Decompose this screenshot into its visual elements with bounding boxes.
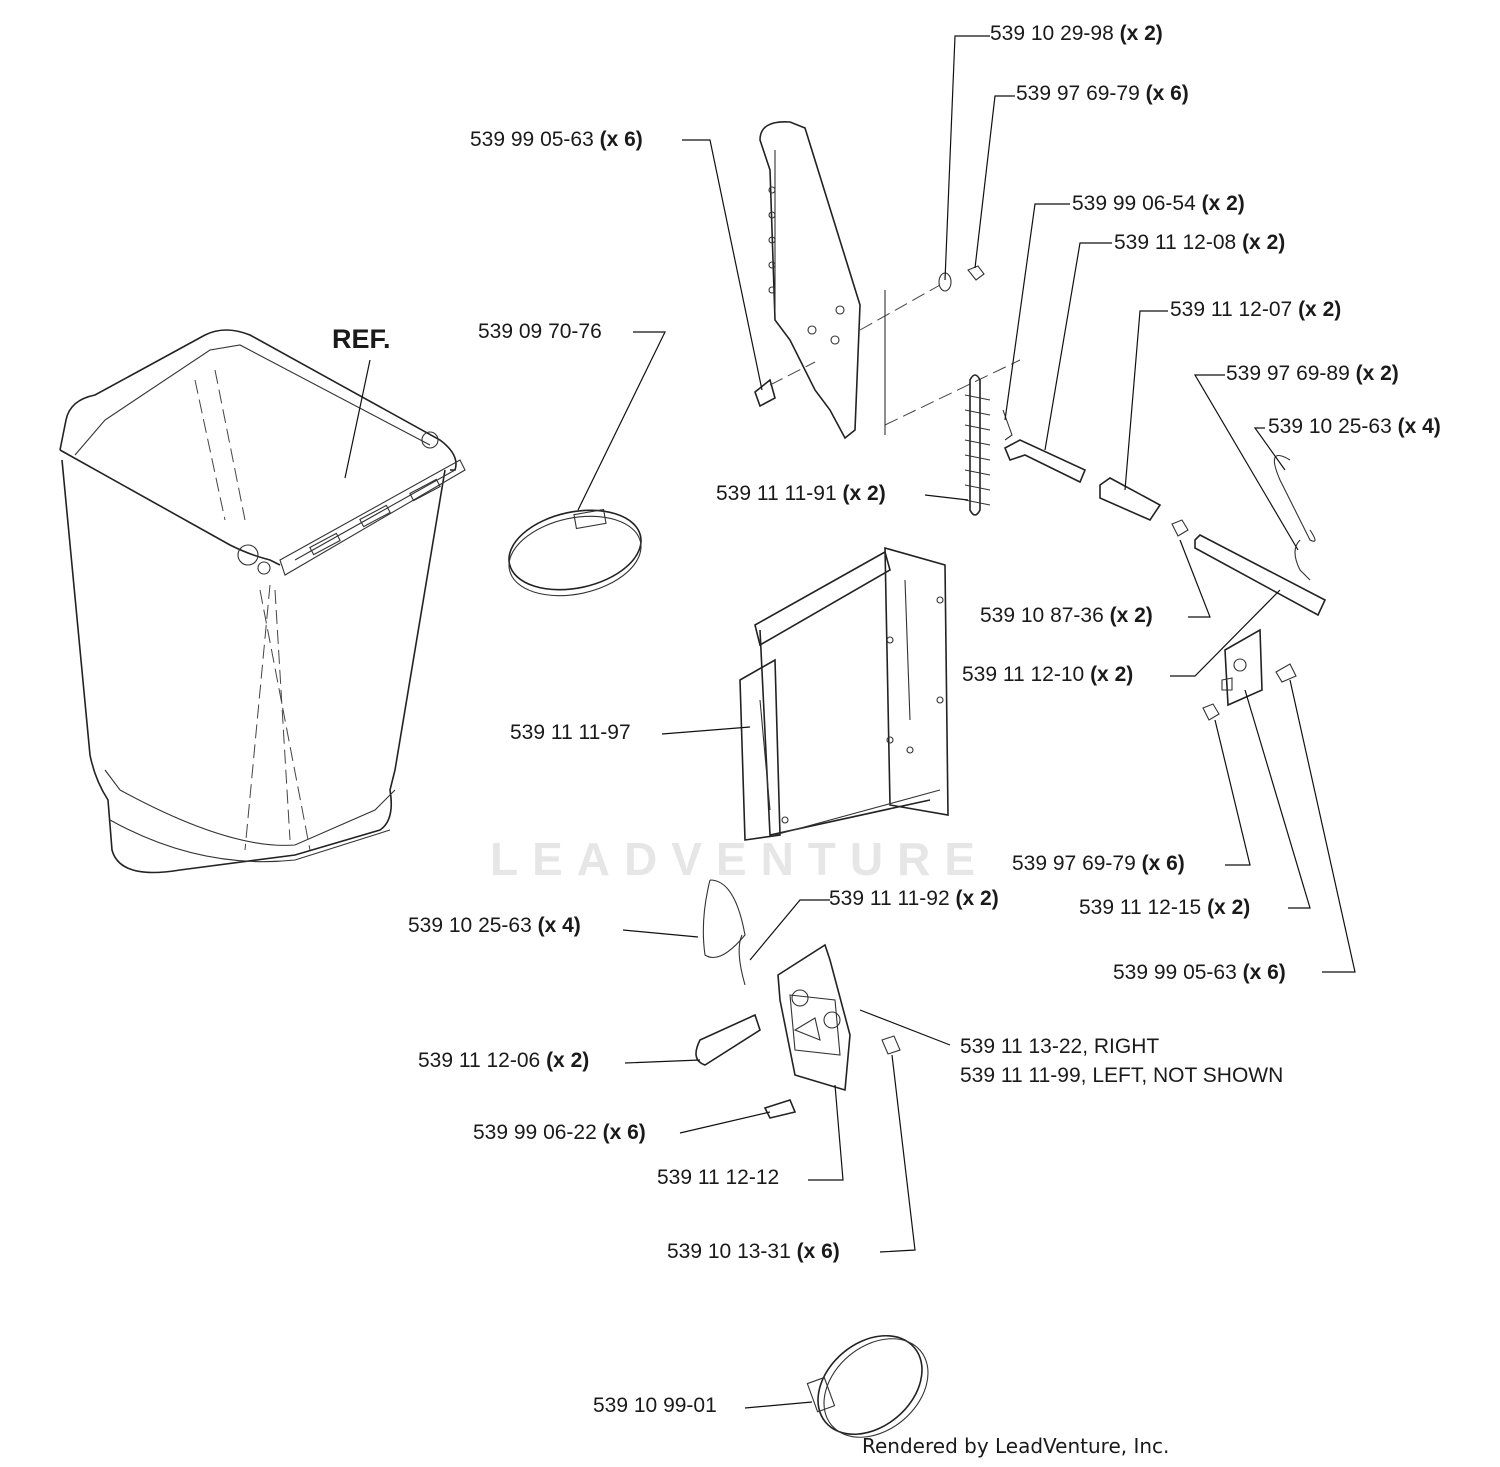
callout-539-11-12-08[interactable]: 539 11 12-08 (x 2): [1114, 231, 1285, 255]
quantity: (x 2): [1355, 362, 1399, 385]
quantity: (x 2): [955, 887, 999, 910]
callout-539-10-13-31[interactable]: 539 10 13-31 (x 6): [667, 1240, 840, 1264]
hose-clamp-drawing-2: [806, 1334, 929, 1438]
nut-drawing-3: [1202, 703, 1220, 721]
part-number: 539 11 11-91: [716, 482, 837, 505]
spacer-tube-drawing: [1099, 477, 1162, 522]
part-number: 539 10 25-63: [408, 914, 532, 937]
part-number: 539 99 05-63: [1113, 961, 1237, 984]
part-number: 539 11 12-08: [1114, 231, 1237, 254]
quantity: (x 2): [1242, 231, 1286, 254]
rendered-by-footer: Rendered by LeadVenture, Inc.: [862, 1434, 1170, 1458]
callout-539-11-12-12[interactable]: 539 11 12-12: [657, 1166, 779, 1190]
callout-539-10-25-63-left[interactable]: 539 10 25-63 (x 4): [408, 914, 581, 938]
rod-drawing: [1194, 534, 1327, 617]
part-number: 539 11 11-99, LEFT, NOT SHOWN: [960, 1064, 1284, 1087]
quantity: (x 6): [796, 1240, 840, 1263]
lynch-pin-drawing-2: [702, 879, 746, 959]
part-number: 539 11 13-22, RIGHT: [960, 1035, 1160, 1058]
small-bolt-drawing: [763, 1099, 797, 1119]
callout-539-97-69-89[interactable]: 539 97 69-89 (x 2): [1226, 362, 1399, 386]
carrier-frame-drawing: [739, 546, 949, 841]
clip-drawing-2: [738, 934, 746, 986]
callout-539-09-70-76[interactable]: 539 09 70-76: [478, 320, 602, 344]
callout-539-99-06-22[interactable]: 539 99 06-22 (x 6): [473, 1121, 646, 1145]
small-plate-drawing: [1224, 628, 1263, 707]
quantity: (x 6): [1141, 852, 1185, 875]
quantity: (x 6): [1145, 82, 1189, 105]
quantity: (x 6): [1242, 961, 1286, 984]
clevis-pin-drawing: [695, 1013, 761, 1066]
callout-539-11-11-92[interactable]: 539 11 11-92 (x 2): [829, 887, 999, 911]
callout-539-10-87-36[interactable]: 539 10 87-36 (x 2): [980, 604, 1153, 628]
grass-bag-drawing: [59, 329, 466, 874]
quantity: (x 2): [1298, 298, 1342, 321]
callout-539-99-05-63-left[interactable]: 539 99 05-63 (x 6): [470, 128, 643, 152]
watermark: LEADVENTURE: [490, 833, 990, 885]
part-number: 539 11 12-12: [657, 1166, 780, 1189]
callout-539-97-69-79-bottom[interactable]: 539 97 69-79 (x 6): [1012, 852, 1185, 876]
part-number: 539 10 13-31: [667, 1240, 791, 1263]
part-number: 539 99 06-22: [473, 1121, 597, 1144]
quantity: (x 4): [537, 914, 581, 937]
quantity: (x 2): [1090, 663, 1134, 686]
callout-539-99-05-63-right[interactable]: 539 99 05-63 (x 6): [1113, 961, 1286, 985]
quantity: (x 4): [1397, 415, 1441, 438]
callout-539-11-12-06[interactable]: 539 11 12-06 (x 2): [418, 1049, 589, 1073]
quantity: (x 2): [1119, 22, 1163, 45]
part-number: 539 09 70-76: [478, 320, 602, 343]
lynch-pin-drawing: [1273, 455, 1316, 542]
part-number: 539 11 12-07: [1170, 298, 1293, 321]
callout-539-10-99-01[interactable]: 539 10 99-01: [593, 1394, 717, 1418]
part-number: 539 11 12-10: [962, 663, 1085, 686]
nut-drawing-2: [1171, 519, 1189, 537]
part-number: 539 97 69-89: [1226, 362, 1350, 385]
part-number: 539 99 05-63: [470, 128, 594, 151]
part-number: 539 11 12-06: [418, 1049, 541, 1072]
part-number: 539 11 12-15: [1079, 896, 1202, 919]
leader-lines: [577, 35, 1356, 1409]
callout-539-11-13-22[interactable]: 539 11 13-22, RIGHT: [960, 1035, 1159, 1059]
bolt-drawing: [1275, 663, 1297, 683]
spring-drawing: [964, 374, 991, 516]
part-number: 539 10 25-63: [1268, 415, 1392, 438]
callout-539-11-11-99[interactable]: 539 11 11-99, LEFT, NOT SHOWN: [960, 1064, 1283, 1088]
l-pin-drawing: [1003, 439, 1087, 484]
part-number: 539 11 11-97: [510, 721, 631, 744]
quantity: (x 2): [1201, 192, 1245, 215]
callout-539-11-11-97[interactable]: 539 11 11-97: [510, 721, 631, 745]
quantity: (x 2): [842, 482, 886, 505]
nut-drawing-4: [881, 1035, 901, 1055]
quantity: (x 2): [1109, 604, 1153, 627]
callout-539-11-12-15[interactable]: 539 11 12-15 (x 2): [1079, 896, 1250, 920]
callout-539-11-12-07[interactable]: 539 11 12-07 (x 2): [1170, 298, 1341, 322]
ref-label: REF.: [332, 324, 391, 354]
part-number: 539 10 29-98: [990, 22, 1114, 45]
part-number: 539 11 11-92: [829, 887, 950, 910]
upper-bracket-drawing: [754, 121, 1021, 440]
hinge-plate-drawing: [777, 943, 851, 1092]
part-number: 539 97 69-79: [1016, 82, 1140, 105]
part-number: 539 97 69-79: [1012, 852, 1136, 875]
callout-539-10-29-98[interactable]: 539 10 29-98 (x 2): [990, 22, 1163, 46]
callout-539-99-06-54[interactable]: 539 99 06-54 (x 2): [1072, 192, 1245, 216]
nut-drawing: [967, 265, 985, 281]
hose-clamp-drawing: [508, 508, 642, 597]
callout-539-97-69-79-top[interactable]: 539 97 69-79 (x 6): [1016, 82, 1189, 106]
part-number: 539 10 99-01: [593, 1394, 717, 1417]
part-number: 539 99 06-54: [1072, 192, 1196, 215]
callout-539-10-25-63-right[interactable]: 539 10 25-63 (x 4): [1268, 415, 1441, 439]
part-number: 539 10 87-36: [980, 604, 1104, 627]
callout-539-11-11-91[interactable]: 539 11 11-91 (x 2): [716, 482, 886, 506]
callout-539-11-12-10[interactable]: 539 11 12-10 (x 2): [962, 663, 1133, 687]
quantity: (x 6): [602, 1121, 646, 1144]
hairpin-drawing: [1002, 409, 1013, 441]
quantity: (x 6): [599, 128, 643, 151]
quantity: (x 2): [546, 1049, 590, 1072]
quantity: (x 2): [1207, 896, 1251, 919]
clip-drawing: [1294, 539, 1311, 581]
